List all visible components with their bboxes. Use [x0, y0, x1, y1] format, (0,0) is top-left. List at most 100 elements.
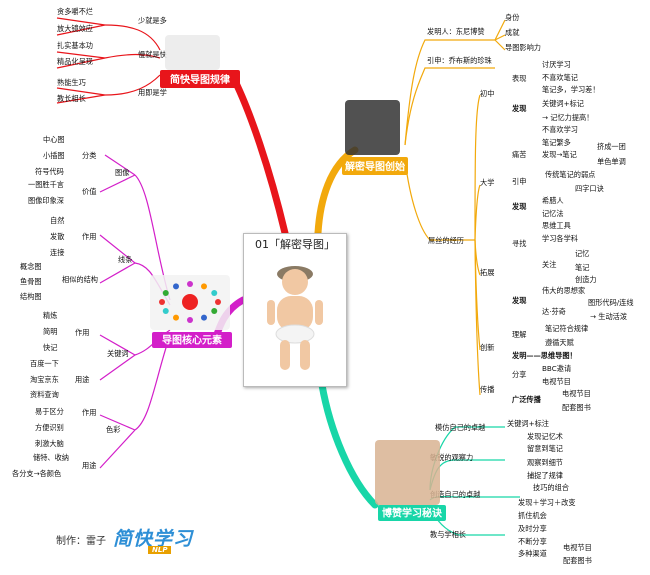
law-node[interactable]: 放大镜效应 — [57, 24, 93, 33]
decode-node[interactable]: 屌丝的经历 — [428, 236, 464, 245]
core-node[interactable]: 作用 — [82, 232, 96, 241]
core-node[interactable]: 百度一下 — [30, 359, 59, 368]
core-node[interactable]: 精炼 — [43, 311, 57, 320]
decode-node[interactable]: → 生动活泼 — [590, 312, 627, 321]
learn-node[interactable]: 不断分享 — [518, 537, 547, 546]
core-node[interactable]: 各分支→各颜色 — [12, 469, 61, 478]
core-node[interactable]: 方便识别 — [35, 423, 64, 432]
core-node[interactable]: 发散 — [50, 232, 64, 241]
decode-node[interactable]: 讨厌学习 — [542, 60, 571, 69]
learn-node[interactable]: 关键词+标注 — [507, 419, 549, 428]
decode-node[interactable]: 单色单调 — [597, 157, 626, 166]
core-node[interactable]: 储特、收纳 — [33, 453, 69, 462]
learn-node[interactable]: 抓住机会 — [518, 511, 547, 520]
core-node[interactable]: 简明 — [43, 327, 57, 336]
decode-node[interactable]: 痛苦 — [512, 150, 526, 159]
hub-core-label[interactable]: 导图核心元素 — [162, 334, 222, 347]
law-node[interactable]: 教长相长 — [57, 94, 86, 103]
core-node[interactable]: 淘宝京东 — [30, 375, 59, 384]
decode-node[interactable]: 初中 — [480, 89, 494, 98]
learn-node[interactable]: 发现＋学习＋改变 — [518, 498, 576, 507]
decode-node[interactable]: 创造力 — [575, 275, 597, 284]
decode-node[interactable]: 思维工具 — [542, 221, 571, 230]
core-node[interactable]: 图像 — [115, 168, 129, 177]
learn-node[interactable]: 敏锐的观察力 — [430, 453, 473, 462]
decode-node[interactable]: 笔记 — [575, 263, 589, 272]
decode-node[interactable]: 伟大的思想家 — [542, 286, 585, 295]
core-node[interactable]: 用途 — [82, 461, 96, 470]
core-node[interactable]: 符号代码 — [35, 167, 64, 176]
decode-node[interactable]: 挤成一团 — [597, 142, 626, 151]
core-node[interactable]: 小插图 — [43, 151, 65, 160]
decode-node[interactable]: 笔记多，学习差！ — [542, 85, 600, 94]
decode-node[interactable]: 导图影响力 — [505, 43, 541, 52]
decode-node[interactable]: 不喜欢笔记 — [542, 73, 578, 82]
decode-node[interactable]: 身份 — [505, 13, 519, 22]
learn-node[interactable]: 配套图书 — [563, 556, 592, 565]
decode-node[interactable]: 笔记繁多 — [542, 138, 571, 147]
decode-node[interactable]: 关注 — [542, 260, 556, 269]
decode-node[interactable]: 达·芬奇 — [542, 307, 566, 316]
core-node[interactable]: 一图胜千言 — [28, 180, 64, 189]
decode-node[interactable]: 发明人：东尼博赞 — [427, 27, 485, 36]
decode-node[interactable]: 希腊人 — [542, 196, 564, 205]
decode-node[interactable]: 配套图书 — [562, 403, 591, 412]
decode-node[interactable]: 理解 — [512, 330, 526, 339]
decode-node[interactable]: 发明——思维导图！ — [511, 351, 577, 360]
decode-node[interactable]: 发现 — [511, 296, 527, 305]
core-node[interactable]: 结构图 — [20, 292, 42, 301]
decode-node[interactable]: 分享 — [512, 370, 526, 379]
core-node[interactable]: 刺激大脑 — [35, 439, 64, 448]
decode-node[interactable]: 创新 — [480, 343, 494, 352]
decode-node[interactable]: 记忆法 — [542, 209, 564, 218]
core-node[interactable]: 作用 — [82, 408, 96, 417]
core-node[interactable]: 自然 — [50, 216, 64, 225]
learn-node[interactable]: 多种渠道 — [518, 549, 547, 558]
core-node[interactable]: 用途 — [75, 375, 89, 384]
decode-node[interactable]: 传统笔记的弱点 — [545, 170, 595, 179]
hub-decode-label[interactable]: 解密导图创始 — [345, 160, 405, 173]
core-node[interactable]: 相似的结构 — [62, 275, 98, 284]
learn-node[interactable]: 观察到细节 — [527, 458, 563, 467]
hub-learn-label[interactable]: 博赞学习秘诀 — [382, 507, 443, 520]
law-node[interactable]: 慢就是快 — [138, 50, 167, 59]
learn-node[interactable]: 电视节目 — [563, 543, 592, 552]
learn-node[interactable]: 捕捉了规律 — [527, 471, 563, 480]
learn-node[interactable]: 模仿自己的卓越 — [435, 423, 485, 432]
decode-node[interactable]: 发现 — [511, 202, 527, 211]
learn-node[interactable]: 技巧的组合 — [533, 483, 569, 492]
core-node[interactable]: 中心图 — [43, 135, 65, 144]
law-node[interactable]: 扎实基本功 — [57, 41, 93, 50]
core-node[interactable]: 分类 — [82, 151, 96, 160]
decode-node[interactable]: 拓展 — [480, 268, 494, 277]
law-node[interactable]: 精品化呈现 — [57, 57, 93, 66]
learn-node[interactable]: 留意到笔记 — [527, 444, 563, 453]
decode-node[interactable]: 电视节目 — [562, 389, 591, 398]
core-node[interactable]: 快记 — [43, 343, 57, 352]
learn-node[interactable]: 及时分享 — [518, 524, 547, 533]
decode-node[interactable]: 引申：乔布斯的珍珠 — [427, 56, 493, 65]
core-node[interactable]: 概念图 — [20, 262, 42, 271]
hub-law-label[interactable]: 简快导图规律 — [170, 73, 230, 86]
center-topic[interactable]: 01「解密导图」 — [243, 233, 347, 387]
core-node[interactable]: 价值 — [82, 187, 96, 196]
core-node[interactable]: 易于区分 — [35, 407, 64, 416]
decode-node[interactable]: 广泛传播 — [512, 395, 542, 404]
decode-node[interactable]: 关键词+标记 — [542, 99, 584, 108]
decode-node[interactable]: 大学 — [480, 178, 494, 187]
learn-node[interactable]: 教与学相长 — [430, 530, 466, 539]
decode-node[interactable]: 记忆 — [575, 249, 589, 258]
learn-node[interactable]: 创造自己的卓越 — [430, 490, 480, 499]
decode-node[interactable]: 引申 — [512, 177, 526, 186]
law-node[interactable]: 贪多嚼不烂 — [57, 7, 93, 16]
core-node[interactable]: 资料查询 — [30, 390, 59, 399]
core-node[interactable]: 色彩 — [106, 425, 120, 434]
decode-node[interactable]: 发现 — [511, 104, 527, 113]
decode-node[interactable]: → 记忆力提高！ — [542, 113, 593, 122]
decode-node[interactable]: 寻找 — [512, 239, 526, 248]
decode-node[interactable]: 传播 — [480, 385, 494, 394]
decode-node[interactable]: 图形代码/连线 — [588, 298, 634, 307]
law-node[interactable]: 用即是学 — [138, 88, 167, 97]
decode-node[interactable]: BBC邀请 — [542, 364, 571, 373]
core-node[interactable]: 作用 — [75, 328, 89, 337]
